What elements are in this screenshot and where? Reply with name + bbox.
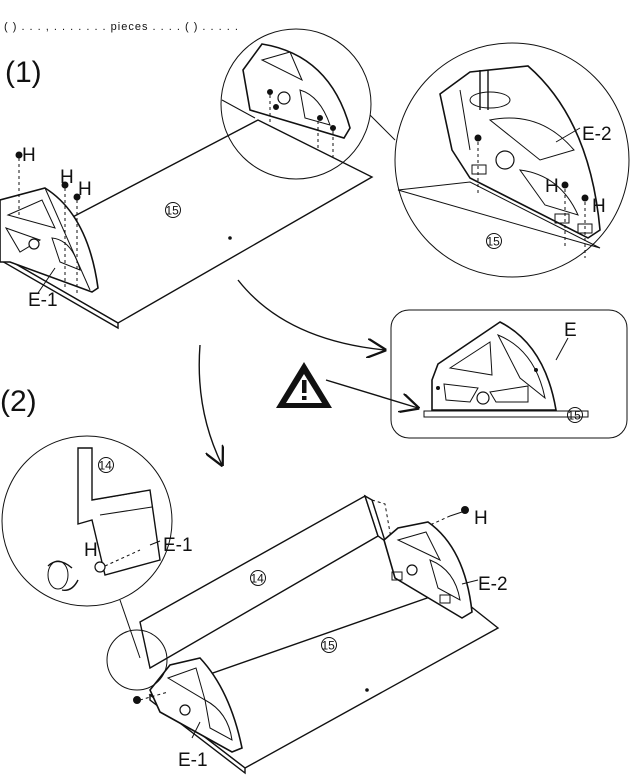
- detail-circle-step2: [1, 435, 173, 659]
- part-number-15-c: 15: [567, 407, 583, 423]
- screw-h-step2-right: [429, 506, 469, 526]
- arrow-to-detail: [237, 279, 385, 350]
- arrow-down-step2: [198, 344, 222, 465]
- bracket-label-e1-step2: E-1: [178, 750, 208, 771]
- screw-label-h-4: H: [545, 176, 559, 197]
- panel-dot: [228, 236, 232, 240]
- bracket-label-e2-step2: E-2: [478, 574, 508, 595]
- svg-text:15: 15: [487, 235, 501, 249]
- screw-label-h-6: H: [84, 540, 98, 561]
- zoom-origin-circle: [106, 629, 168, 691]
- screw-h-step1: [15, 151, 81, 296]
- step-1-label: (1): [5, 56, 42, 89]
- svg-text:14: 14: [99, 459, 113, 473]
- screw-label-h-7: H: [474, 508, 488, 529]
- part-number-14-b: 14: [250, 570, 266, 586]
- bracket-label-e: E: [564, 320, 577, 341]
- svg-text:15: 15: [322, 639, 336, 653]
- orientation-detail-box: [390, 309, 628, 439]
- screw-label-h-2: H: [60, 167, 74, 188]
- bracket-label-e1-detail: E-1: [163, 535, 193, 556]
- bracket-label-e2-step1: E-2: [582, 124, 612, 145]
- screw-label-h-1: H: [22, 145, 36, 166]
- bracket-e1-step1: [0, 187, 99, 293]
- bracket-e2-step2: [383, 521, 479, 619]
- step-2-label: (2): [0, 385, 37, 418]
- bottom-panel-15-edge: [0, 254, 119, 330]
- screw-label-h-3: H: [78, 179, 92, 200]
- part-number-15-b: 15: [486, 233, 502, 249]
- part-number-15-d: 15: [321, 637, 337, 653]
- part-number-15-a: 15: [165, 202, 181, 218]
- svg-text:15: 15: [568, 409, 582, 423]
- header-text: ( ) . . . , . . . . . . . pieces . . . .…: [4, 21, 239, 33]
- detail-circle-small: [220, 28, 372, 180]
- warning-triangle-icon: [276, 362, 332, 408]
- bracket-e1-step2: [133, 657, 243, 753]
- svg-text:15: 15: [166, 204, 180, 218]
- part-number-14-a: 14: [98, 457, 114, 473]
- bracket-label-e1-step1: E-1: [28, 290, 58, 311]
- screw-label-h-5: H: [592, 196, 606, 217]
- svg-text:14: 14: [251, 572, 265, 586]
- detail-circle-large: [394, 42, 630, 278]
